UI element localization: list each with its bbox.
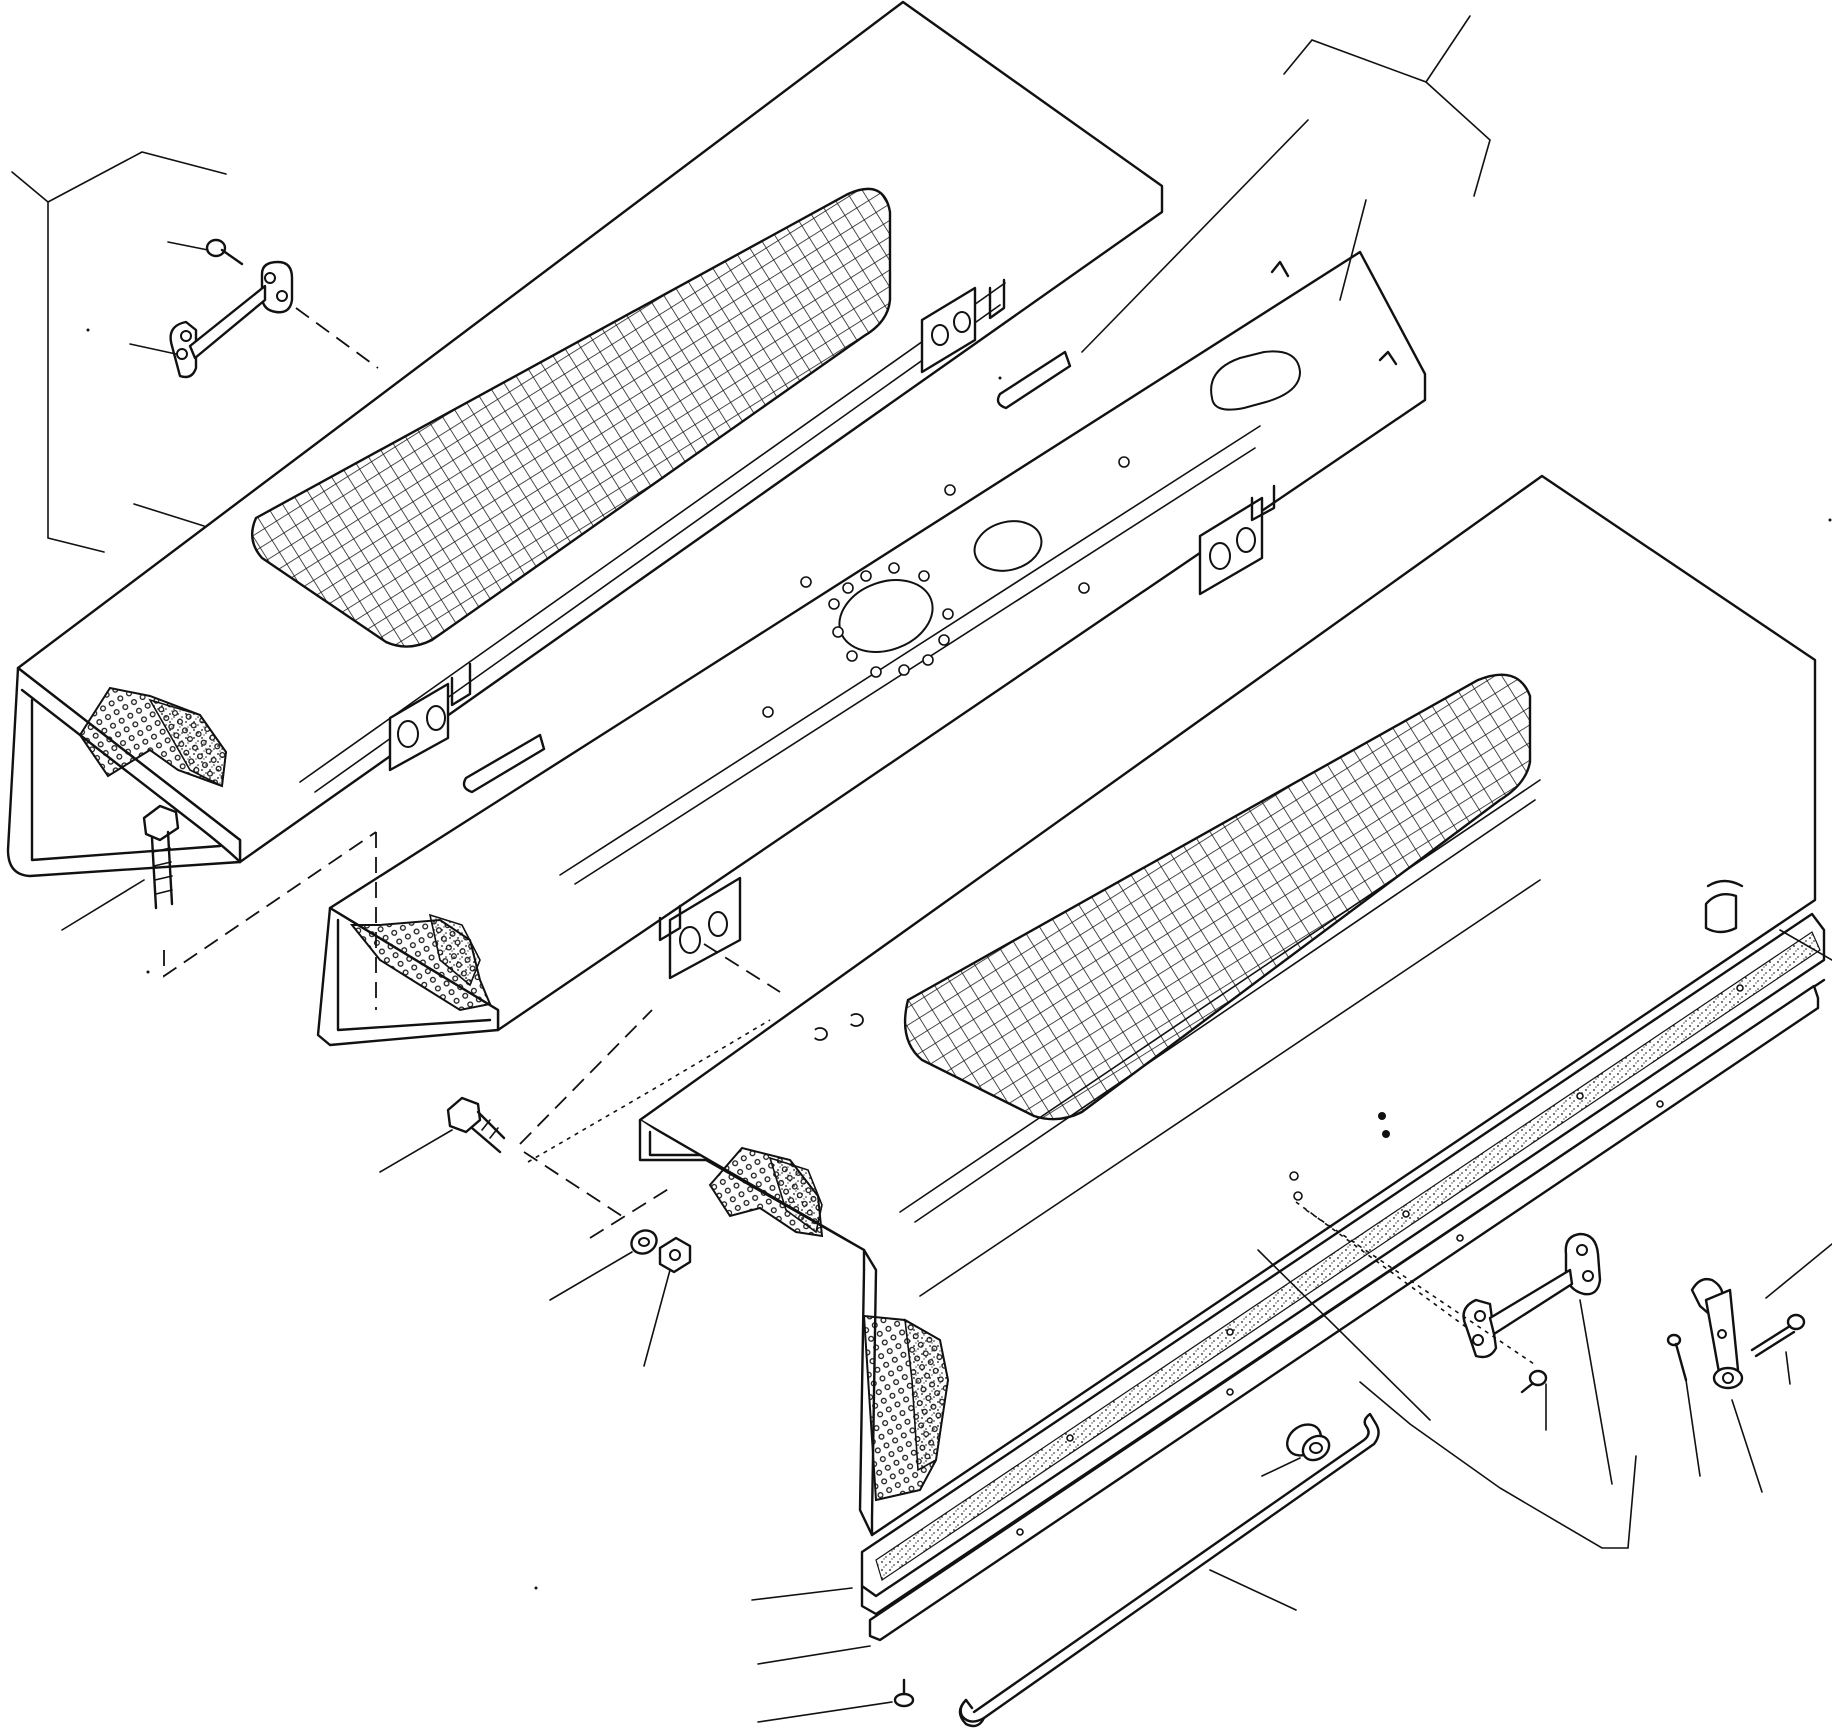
washer	[630, 1229, 658, 1255]
left-panel-hinge-front	[388, 662, 472, 772]
center-panel-openings	[762, 350, 1302, 718]
center-panel-hinge-front	[658, 876, 742, 980]
right-cover-panel	[638, 474, 1817, 1537]
callout-leader-lines	[11, 15, 1832, 1723]
screw-upper	[205, 238, 244, 266]
left-cover-panel	[6, 0, 1164, 878]
rail-screw	[893, 1678, 915, 1708]
bolt-middle	[446, 1096, 506, 1154]
center-panel-hinge-rear	[1198, 484, 1276, 596]
scan-specks	[86, 328, 1832, 1590]
bolt-left	[142, 804, 180, 910]
seal-strip	[868, 984, 1820, 1642]
center-panel-insulation	[349, 913, 492, 1012]
left-panel-hinge-rear	[920, 278, 1006, 374]
left-grille-mesh	[250, 187, 892, 648]
assembly-guide-lines	[163, 307, 1535, 1365]
handle-lower	[1462, 1232, 1602, 1359]
right-grille-mesh	[903, 673, 1532, 1121]
bottom-rail-channel	[860, 912, 1826, 1616]
center-cover-panel	[316, 250, 1427, 1047]
left-panel-insulation	[78, 686, 228, 788]
support-rod	[958, 1412, 1380, 1728]
handle-upper	[169, 260, 294, 379]
rod-grommet	[1286, 1423, 1331, 1462]
latch	[1690, 1277, 1744, 1390]
nut	[658, 1236, 692, 1274]
screw-lower	[1520, 1369, 1548, 1394]
right-panel-insulation	[708, 1146, 950, 1502]
latch-bolt	[1750, 1313, 1806, 1358]
latch-pin	[1666, 1333, 1688, 1382]
